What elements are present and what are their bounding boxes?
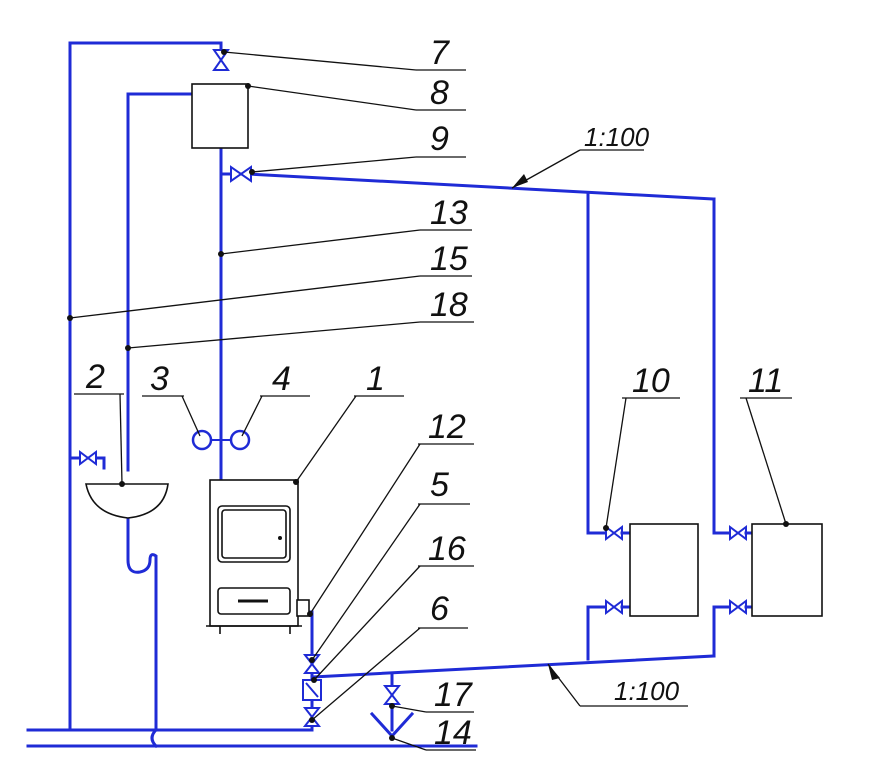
boiler-body [209, 479, 299, 627]
leader-line [295, 395, 357, 483]
boiler-door-handle [278, 536, 282, 540]
label-13: 13 [430, 194, 468, 232]
pipes [26, 41, 730, 749]
slope-arrow-icon [548, 664, 560, 680]
filter-16-mark [305, 682, 319, 698]
leader-line [220, 229, 421, 255]
pipe-sink-trap [126, 508, 159, 749]
boiler-ash-door [217, 587, 291, 615]
callouts: 7 8 9 13 15 18 2 3 [67, 34, 792, 752]
leader-dot [119, 481, 125, 487]
label-6: 6 [430, 590, 449, 628]
pipe-15 [68, 41, 223, 730]
sink-2 [85, 483, 169, 519]
label-3: 3 [150, 360, 169, 398]
label-15: 15 [430, 240, 468, 278]
leader-dot [125, 345, 131, 351]
boiler-door [217, 505, 291, 563]
leader-line [127, 321, 421, 349]
leader-line [605, 397, 627, 529]
label-18: 18 [430, 286, 468, 324]
leader-dot [307, 611, 313, 617]
valve-9-icon [230, 165, 252, 183]
pipe-supply-drop-10 [586, 191, 606, 535]
radiator-10-top-valve-icon [605, 525, 623, 541]
label-7: 7 [430, 34, 450, 72]
sink-tap-valve-icon [79, 450, 97, 466]
slope-arrow-icon [512, 174, 528, 188]
leader-line [181, 395, 201, 437]
leader-dot [221, 49, 227, 55]
gauge-3-icon [191, 429, 213, 451]
leader-dot [309, 657, 315, 663]
leader-line [223, 51, 417, 71]
valves [79, 49, 754, 739]
leader-line [119, 393, 123, 485]
leader-line [309, 443, 421, 615]
pipe-return-leg-10 [586, 605, 606, 661]
label-2: 2 [85, 358, 105, 396]
leader-dot [389, 703, 395, 709]
equipment [85, 83, 823, 634]
label-14: 14 [434, 714, 472, 752]
radiator-10-bottom-valve-icon [605, 599, 623, 615]
boiler-outlet-stub [296, 599, 310, 617]
leader-dot [783, 521, 789, 527]
valve-17-icon [382, 685, 402, 705]
label-4: 4 [272, 360, 291, 398]
leader-line [311, 503, 421, 661]
label-1: 1 [366, 360, 385, 398]
pipe-supply-drop-11 [712, 197, 730, 535]
leader-dot [245, 83, 251, 89]
pipe-return-leg-11 [712, 605, 730, 658]
label-10: 10 [632, 362, 670, 400]
leader-line [391, 705, 427, 713]
supply-slope-label: 1:100 [584, 122, 650, 152]
label-16: 16 [428, 530, 466, 568]
leader-line [391, 737, 427, 751]
return-slope-label: 1:100 [614, 676, 680, 706]
leader-line [251, 156, 417, 173]
leader-dot [249, 169, 255, 175]
gauge-4-icon [229, 429, 251, 451]
leader-dot [218, 251, 224, 257]
label-9: 9 [430, 120, 449, 158]
leader-line [745, 397, 787, 525]
valve-5-icon [302, 654, 322, 674]
label-11: 11 [748, 362, 783, 400]
label-5: 5 [430, 466, 449, 504]
expansion-tank-8 [191, 83, 249, 149]
boiler-door-inner [221, 509, 287, 559]
radiator-11 [751, 523, 823, 617]
radiator-11-bottom-valve-icon [729, 599, 747, 615]
pipe-18 [126, 92, 194, 472]
leader-dot [311, 677, 317, 683]
radiator-10 [629, 523, 699, 617]
leader-dot [389, 735, 395, 741]
leader-line [313, 565, 421, 681]
label-17: 17 [434, 676, 473, 714]
leader-line [247, 85, 417, 111]
leader-dot [603, 525, 609, 531]
boiler-1 [206, 479, 310, 634]
label-8: 8 [430, 74, 449, 112]
leader-dot [309, 717, 315, 723]
radiator-11-top-valve-icon [729, 525, 747, 541]
leader-dot [67, 315, 73, 321]
leader-dot [293, 479, 299, 485]
pipe-return-main [310, 654, 716, 679]
leader-line [311, 627, 421, 721]
leader-line [69, 275, 421, 319]
label-12: 12 [428, 408, 466, 446]
leader-line [241, 395, 263, 437]
